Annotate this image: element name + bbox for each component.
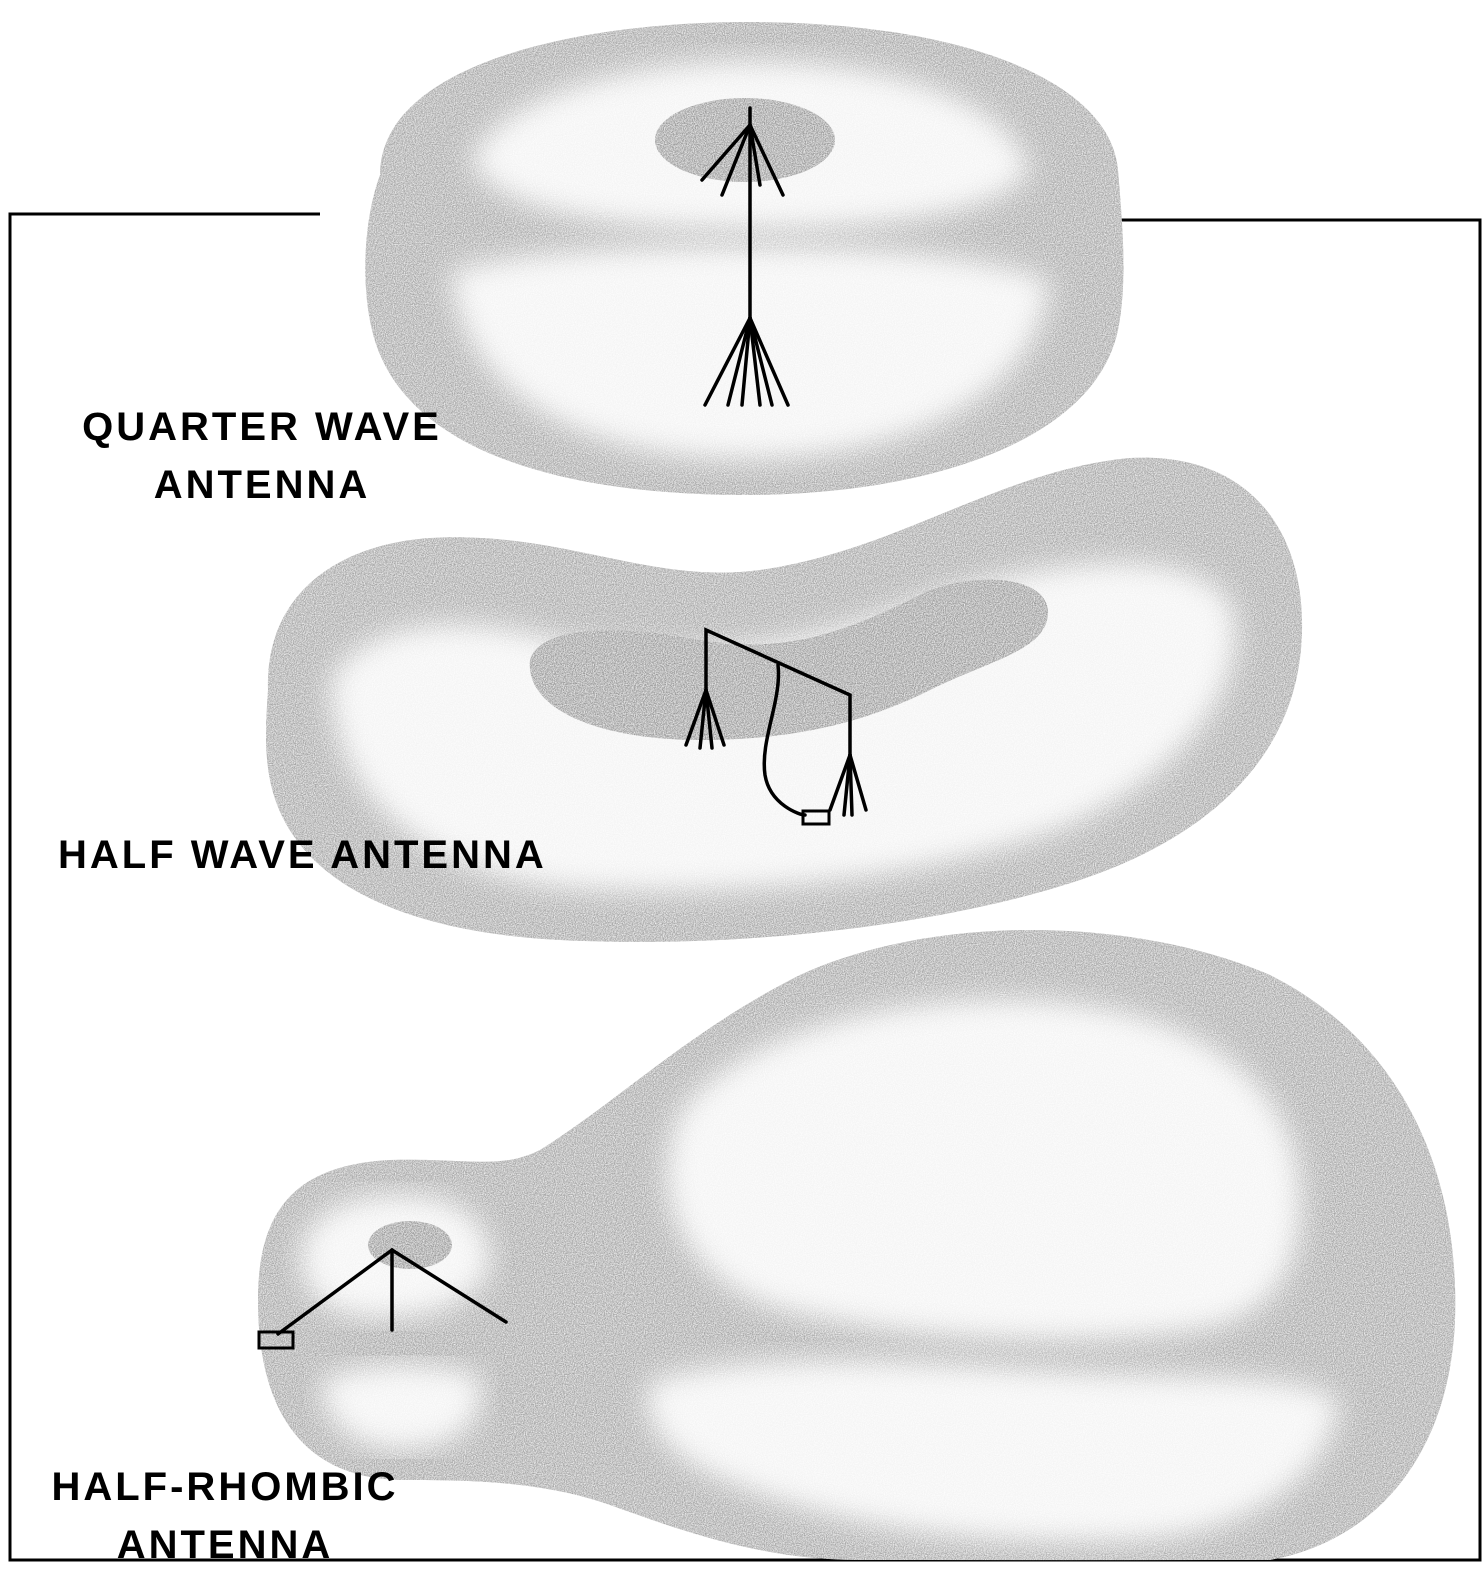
half-rhombic-pattern	[258, 930, 1455, 1560]
quarter-wave-label: QUARTER WAVE ANTENNA	[62, 398, 462, 514]
half-wave-label-line-1: HALF WAVE ANTENNA	[58, 826, 603, 884]
half-rhombic-label-line-1: HALF-RHOMBIC	[40, 1458, 410, 1516]
quarter-wave-pattern	[365, 22, 1123, 495]
half-rhombic-inner-light	[666, 998, 1301, 1340]
half-wave-label: HALF WAVE ANTENNA	[58, 826, 603, 884]
half-rhombic-label-line-2: ANTENNA	[40, 1516, 410, 1574]
quarter-wave-label-line-2: ANTENNA	[62, 456, 462, 514]
quarter-wave-label-line-1: QUARTER WAVE	[62, 398, 462, 456]
half-rhombic-label: HALF-RHOMBIC ANTENNA	[40, 1458, 410, 1574]
